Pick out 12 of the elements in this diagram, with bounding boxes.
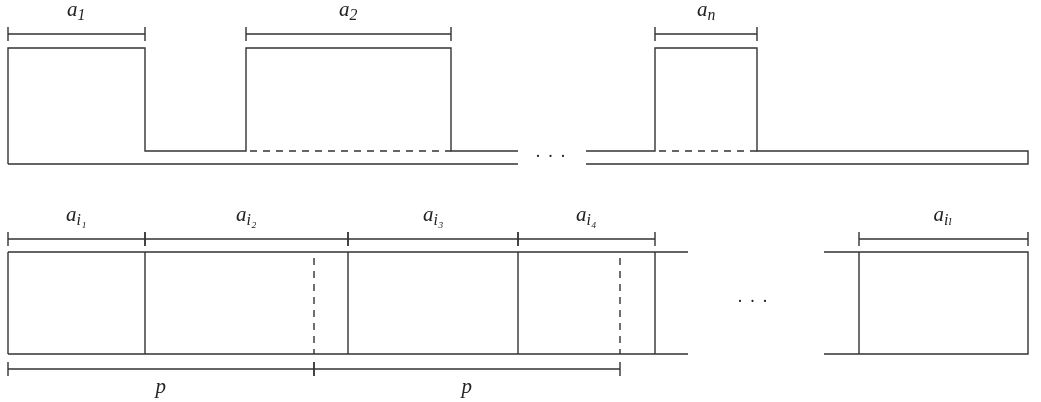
- ellipsis: · · ·: [535, 147, 567, 167]
- dimension-label: a$_{1}$: [67, 0, 86, 25]
- dimension-label: p: [155, 375, 166, 400]
- dimension-label: a$_{i₂}$: [236, 203, 257, 230]
- dimension-label: a$_{2}$: [339, 0, 358, 25]
- dimension-label: a$_{iₗ}$: [933, 203, 953, 230]
- dimension-label: a$_{n}$: [697, 0, 716, 25]
- dimension-label: p: [461, 375, 472, 400]
- dimension-label: a$_{i₃}$: [423, 203, 444, 230]
- ellipsis: · · ·: [737, 292, 769, 312]
- dimension-label: a$_{i₁}$: [66, 203, 87, 230]
- dimension-label: a$_{i₄}$: [576, 203, 597, 230]
